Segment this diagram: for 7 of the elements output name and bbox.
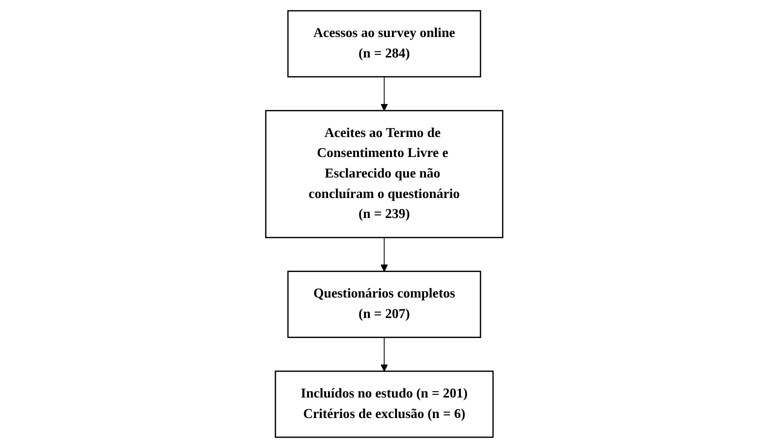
arrow — [380, 236, 388, 272]
node-box: Questionários completos (n = 207) — [287, 270, 481, 338]
node-box: Acessos ao survey online (n = 284) — [287, 10, 481, 77]
node-box: Aceites ao Termo de Consentimento Livre e Esclarecido que não concluíram o questionário (n = 239) — [264, 109, 504, 238]
arrow — [380, 76, 388, 110]
arrow — [380, 336, 388, 372]
node-box: Incluídos no estudo (n = 201) Critérios de exclusão (n = 6) — [274, 370, 494, 438]
